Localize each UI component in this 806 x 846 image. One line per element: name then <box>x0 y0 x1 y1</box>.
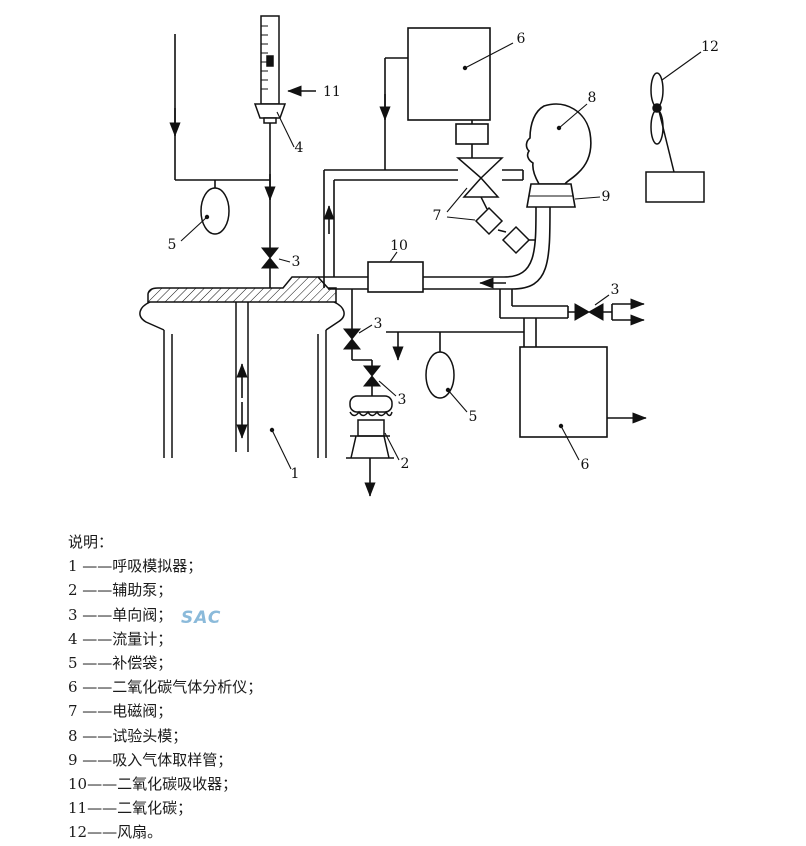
callout-3-left: 3 <box>292 254 301 270</box>
co2-absorber <box>367 251 424 293</box>
callouts: 4 11 5 3 6 7 8 9 12 10 3 3 3 5 1 2 6 <box>168 31 719 482</box>
callout-6-top: 6 <box>517 31 526 47</box>
legend-item-1: 1 ——呼吸模拟器； <box>68 557 203 576</box>
piston-rod <box>235 302 249 452</box>
check-valves-pump <box>342 324 397 397</box>
gas-analyzer-top <box>407 27 514 145</box>
fan-hub <box>652 103 662 113</box>
test-apparatus-schematic: 4 11 5 3 6 7 8 9 12 10 3 3 3 5 1 2 6 <box>139 15 719 497</box>
callout-3-right: 3 <box>611 282 620 298</box>
check-valve-left <box>260 247 291 269</box>
check-valve-right <box>574 294 610 321</box>
flow-meter <box>253 15 295 148</box>
callout-2: 2 <box>401 456 410 472</box>
legend-title: 说明： <box>68 533 114 551</box>
callout-5-left: 5 <box>168 237 177 253</box>
sampling-tube-pointer <box>574 196 601 200</box>
compensation-bag-left <box>180 187 230 242</box>
legend-item-11: 11——二氧化碳； <box>68 799 193 818</box>
legend-item-3: 3 ——单向阀； <box>68 605 173 624</box>
callout-6-bottom: 6 <box>581 457 590 473</box>
callout-7: 7 <box>433 208 442 224</box>
callout-4: 4 <box>295 140 304 156</box>
watermark-logo: SAC <box>181 608 222 628</box>
callout-12: 12 <box>701 39 719 55</box>
callout-9: 9 <box>602 189 611 205</box>
piping-network <box>174 34 613 396</box>
test-head <box>525 103 601 208</box>
fan-blade-top <box>650 72 664 108</box>
legend-item-4: 4 ——流量计； <box>68 629 173 648</box>
schematic-diagram: 4 11 5 3 6 7 8 9 12 10 3 3 3 5 1 2 6 <box>139 15 719 497</box>
callout-3-mid-upper: 3 <box>374 316 383 332</box>
legend-item-6: 6 ——二氧化碳气体分析仪； <box>68 678 263 697</box>
fan <box>645 51 705 203</box>
fan-base <box>645 171 705 203</box>
legend-item-12: 12——风扇。 <box>68 823 163 842</box>
callout-3-mid-lower: 3 <box>398 392 407 408</box>
legend-item-10: 10——二氧化碳吸收器； <box>68 774 238 793</box>
callout-11: 11 <box>323 84 341 100</box>
legend-item-5: 5 ——补偿袋； <box>68 653 173 672</box>
callout-10: 10 <box>390 238 408 254</box>
legend-item-7: 7 ——电磁阀； <box>68 702 173 721</box>
gas-analyzer-bottom <box>519 346 608 461</box>
callout-8: 8 <box>588 90 597 106</box>
callout-1: 1 <box>291 466 300 482</box>
diaphragm-band <box>147 276 337 303</box>
compensation-bag-right <box>425 351 468 413</box>
flow-meter-float <box>266 55 274 67</box>
legend-item-2: 2 ——辅助泵； <box>68 581 173 600</box>
fan-blade-bottom <box>650 109 664 145</box>
flow-arrows <box>169 94 647 497</box>
legend-item-9: 9 ——吸入气体取样管； <box>68 750 233 769</box>
legend: 说明： 1 ——呼吸模拟器； 2 ——辅助泵； 3 ——单向阀； 4 ——流量计… <box>68 530 262 844</box>
callout-5-right: 5 <box>469 409 478 425</box>
legend-item-8: 8 ——试验头模； <box>68 726 188 745</box>
breathing-simulator <box>139 276 345 470</box>
solenoid-valve-assembly <box>446 157 536 255</box>
auxiliary-pump <box>346 395 400 461</box>
